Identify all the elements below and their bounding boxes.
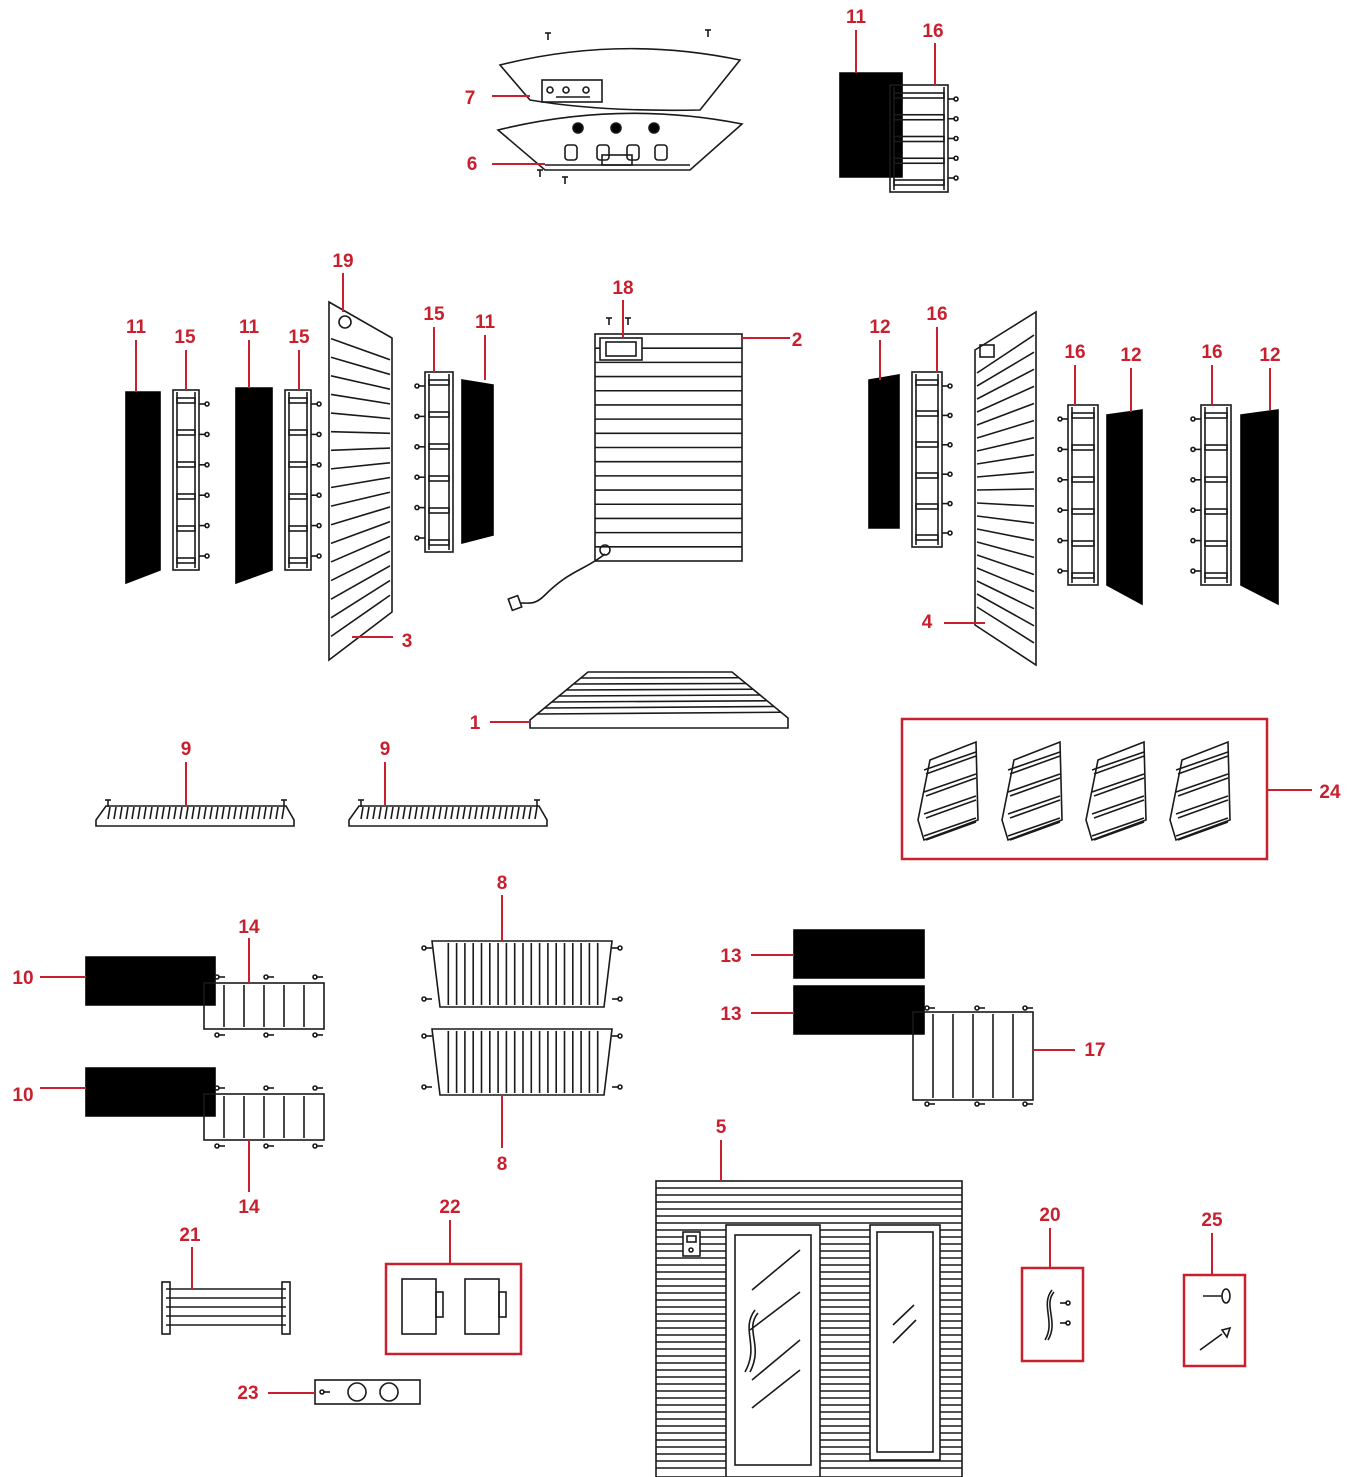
panel-part-8-2 <box>421 1028 623 1096</box>
label-part-11-top: 11 <box>846 7 867 28</box>
frame-16-a <box>911 371 953 548</box>
label-part-11-b: 11 <box>239 317 260 338</box>
bracket-box-24 <box>900 717 1269 861</box>
label-part-8-bottom: 8 <box>497 1154 508 1175</box>
black-panel-11-a <box>125 391 161 585</box>
light-strip-23 <box>314 1379 421 1405</box>
label-part-23: 23 <box>237 1383 258 1404</box>
label-part-7: 7 <box>465 88 476 109</box>
black-panel-13-a <box>793 929 925 979</box>
label-part-16-top: 16 <box>922 21 943 42</box>
black-panel-12-a <box>868 374 900 529</box>
frame-15-b <box>284 389 322 571</box>
bench-part-9-2 <box>348 799 548 827</box>
black-panel-11-top <box>839 72 903 178</box>
bracket-24-1 <box>917 740 979 842</box>
label-part-8-top: 8 <box>497 873 508 894</box>
label-part-16-a: 16 <box>926 304 947 325</box>
handle-kit-20 <box>1020 1266 1085 1363</box>
label-part-2: 2 <box>792 330 803 351</box>
label-part-1: 1 <box>470 713 481 734</box>
towel-rack-21 <box>161 1281 291 1335</box>
label-part-18: 18 <box>612 278 633 299</box>
label-part-24: 24 <box>1319 782 1341 803</box>
vent-19 <box>338 315 352 329</box>
black-panel-10-1 <box>85 956 216 1006</box>
label-part-13-top: 13 <box>720 946 741 967</box>
label-part-20: 20 <box>1039 1205 1060 1226</box>
label-part-4: 4 <box>922 612 933 633</box>
bracket-24-3 <box>1085 740 1147 842</box>
label-part-15-c: 15 <box>423 304 445 325</box>
side-wall-4 <box>974 310 1037 667</box>
bench-part-9-1 <box>95 799 295 827</box>
frame-14-1 <box>203 974 325 1038</box>
black-panel-12-b <box>1106 409 1143 606</box>
frame-15-c <box>414 371 454 553</box>
black-panel-11-c <box>461 379 494 545</box>
label-part-14-bottom: 14 <box>238 1197 260 1218</box>
front-wall-5 <box>655 1180 963 1477</box>
black-panel-10-2 <box>85 1067 216 1117</box>
floor-part-1 <box>529 671 789 729</box>
frame-15-a <box>172 389 210 571</box>
label-part-9-left: 9 <box>181 739 192 760</box>
label-part-11-c: 11 <box>475 312 496 333</box>
label-part-12-c: 12 <box>1259 345 1280 366</box>
label-part-11-a: 11 <box>126 317 147 338</box>
side-wall-3 <box>328 300 393 662</box>
ceiling-part-6 <box>496 112 744 184</box>
parts-drawing <box>85 29 1279 1477</box>
callout-lines <box>40 30 1312 1394</box>
label-part-16-c: 16 <box>1201 342 1222 363</box>
label-part-10-bottom: 10 <box>12 1085 33 1106</box>
label-part-22: 22 <box>439 1197 460 1218</box>
label-part-14-top: 14 <box>238 917 260 938</box>
label-part-12-b: 12 <box>1120 345 1141 366</box>
label-part-6: 6 <box>467 154 478 175</box>
label-part-19: 19 <box>332 251 353 272</box>
black-panel-11-b <box>235 387 273 585</box>
frame-16-top <box>889 84 959 193</box>
label-part-9-right: 9 <box>380 739 391 760</box>
callout-labels: 1 2 3 4 5 6 7 8 8 9 9 10 10 11 11 11 11 … <box>12 7 1341 1404</box>
black-panel-12-c <box>1240 409 1279 606</box>
label-part-10-top: 10 <box>12 968 33 989</box>
frame-16-b <box>1057 404 1099 586</box>
bracket-24-2 <box>1001 740 1063 842</box>
frame-14-2 <box>203 1085 325 1149</box>
label-part-12-a: 12 <box>869 317 890 338</box>
label-part-15-b: 15 <box>288 327 310 348</box>
panel-part-8-1 <box>421 940 623 1008</box>
label-part-13-bottom: 13 <box>720 1004 741 1025</box>
label-part-17: 17 <box>1084 1040 1105 1061</box>
back-wall-2 <box>507 317 743 612</box>
hardware-kit-25 <box>1182 1273 1247 1368</box>
frame-16-c <box>1190 404 1232 586</box>
label-part-5: 5 <box>716 1117 727 1138</box>
roof-part-7 <box>498 29 742 112</box>
vent-side-wall-4 <box>979 344 995 358</box>
bracket-24-4 <box>1169 740 1231 842</box>
label-part-25: 25 <box>1201 1210 1223 1231</box>
box-set-22 <box>384 1262 523 1356</box>
black-panel-13-b <box>793 985 925 1035</box>
label-part-15-a: 15 <box>174 327 196 348</box>
label-part-21: 21 <box>179 1225 201 1246</box>
label-part-3: 3 <box>402 631 413 652</box>
label-part-16-b: 16 <box>1064 342 1085 363</box>
frame-17 <box>912 1005 1034 1107</box>
